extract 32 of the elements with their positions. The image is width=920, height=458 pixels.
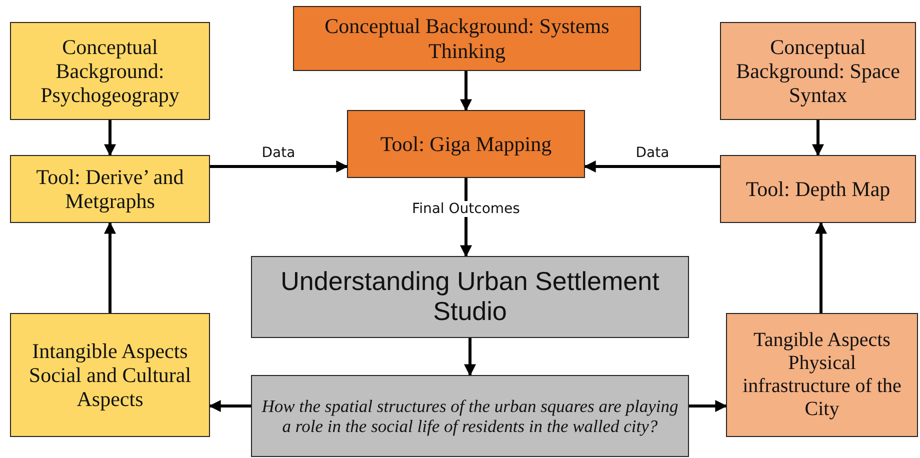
process-box bbox=[10, 313, 210, 437]
box-text: Tool: Derive’ and Metgraphs bbox=[35, 164, 185, 214]
process-box bbox=[10, 22, 210, 120]
box-text: Conceptual Background: Space Syntax bbox=[735, 34, 901, 108]
process-box bbox=[251, 375, 689, 457]
box-text: Understanding Urban Settlement Studio bbox=[280, 267, 660, 327]
arrow bbox=[812, 120, 824, 156]
process-box bbox=[720, 22, 916, 120]
arrow bbox=[584, 160, 720, 172]
box-text: Conceptual Background: Psychogeograpy bbox=[40, 34, 180, 108]
arrow bbox=[208, 400, 251, 412]
process-box bbox=[293, 6, 641, 71]
box-text: Intangible Aspects Social and Cultural Aspects bbox=[28, 338, 192, 412]
process-box bbox=[726, 313, 918, 437]
box-text: Tangible Aspects Physical infrastructure of the City bbox=[742, 329, 902, 421]
arrow bbox=[815, 222, 827, 313]
arrow bbox=[104, 222, 116, 313]
arrow bbox=[210, 160, 348, 172]
box-text: Conceptual Background: Systems Thinking bbox=[324, 14, 610, 63]
arrow bbox=[104, 120, 116, 156]
box-text: Tool: Giga Mapping bbox=[380, 132, 552, 156]
process-box bbox=[10, 155, 210, 223]
process-box bbox=[251, 256, 689, 338]
arrow bbox=[460, 71, 472, 112]
process-box bbox=[720, 155, 916, 223]
arrow bbox=[689, 400, 728, 412]
box-text: Tool: Depth Map bbox=[746, 176, 890, 202]
edge-label: Data bbox=[260, 144, 296, 160]
process-box bbox=[347, 110, 585, 178]
edge-label: Data bbox=[634, 144, 670, 160]
box-text: How the spatial structures of the urban squares are playing a role in the social life of residents in the walled city? bbox=[260, 396, 680, 436]
arrow bbox=[464, 338, 476, 376]
